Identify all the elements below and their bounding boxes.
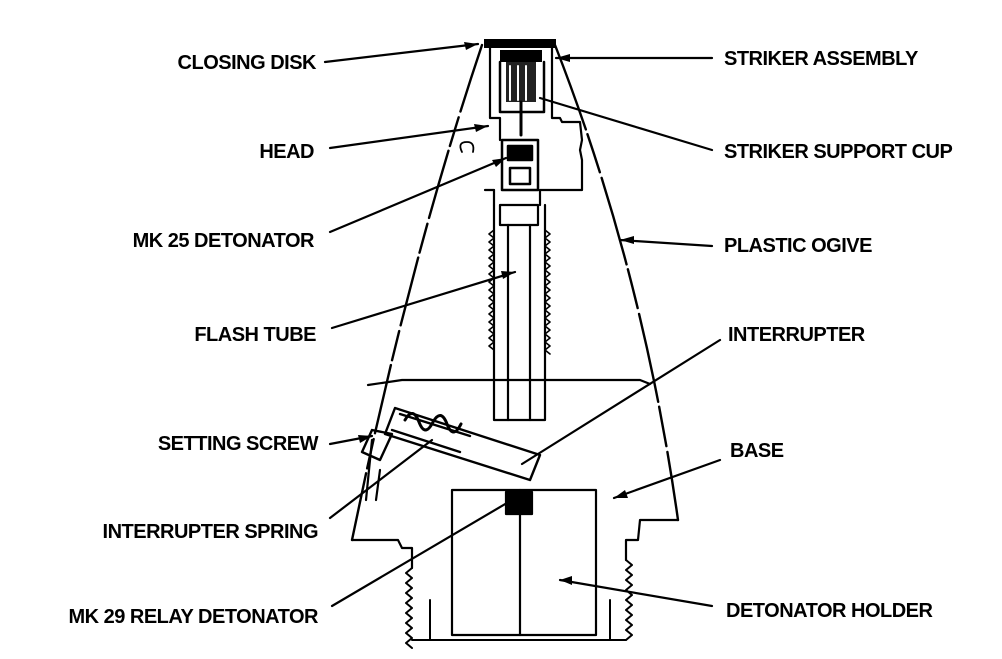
arrowheads	[358, 42, 634, 585]
label-detonator-holder: DETONATOR HOLDER	[726, 600, 933, 622]
striker-support-cup	[498, 60, 546, 114]
label-base: BASE	[730, 440, 784, 462]
plastic-ogive-outline	[350, 43, 680, 542]
leader-closing-disk	[323, 42, 480, 64]
base-outline	[350, 378, 680, 570]
leader-detonator-holder	[558, 578, 714, 608]
label-striker-assembly: STRIKER ASSEMBLY	[724, 48, 918, 70]
leader-lines	[323, 42, 722, 608]
leader-interrupter	[520, 338, 722, 466]
head-housing	[459, 46, 584, 207]
label-striker-support-cup: STRIKER SUPPORT CUP	[724, 141, 953, 163]
label-mk29-relay-detonator: MK 29 RELAY DETONATOR	[68, 606, 318, 628]
leader-interrupter-spring	[328, 438, 434, 520]
leader-head	[328, 124, 490, 150]
base-threads	[405, 559, 633, 649]
label-flash-tube: FLASH TUBE	[194, 324, 316, 346]
leader-mk29-relay-detonator	[330, 498, 514, 608]
interrupter-assembly	[360, 406, 542, 482]
label-closing-disk: CLOSING DISK	[177, 52, 317, 74]
closing-disk	[484, 39, 556, 48]
leader-base	[612, 458, 722, 500]
leader-plastic-ogive	[618, 238, 714, 248]
flash-tube	[488, 203, 551, 422]
setting-screw	[364, 438, 382, 502]
label-plastic-ogive: PLASTIC OGIVE	[724, 235, 872, 257]
leader-mk25-detonator	[328, 156, 508, 234]
striker-assembly	[500, 50, 542, 137]
label-interrupter-spring: INTERRUPTER SPRING	[102, 521, 319, 543]
label-head: HEAD	[259, 141, 314, 163]
label-mk25-detonator: MK 25 DETONATOR	[132, 230, 315, 252]
leader-striker-support-cup	[538, 96, 714, 152]
leader-flash-tube	[330, 270, 517, 330]
detonator-holder	[450, 488, 598, 637]
mk25-detonator	[500, 138, 540, 192]
label-interrupter: INTERRUPTER	[728, 324, 865, 346]
label-setting-screw: SETTING SCREW	[157, 433, 319, 455]
